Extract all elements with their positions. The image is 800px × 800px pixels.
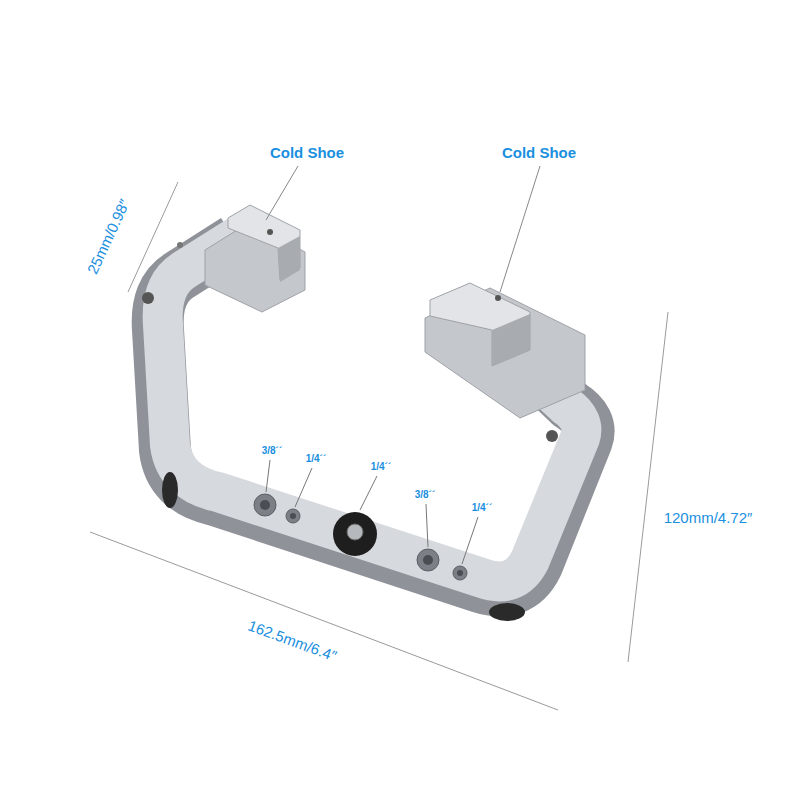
dimension-line: [628, 312, 668, 662]
leader-line: [462, 517, 478, 564]
cold-shoe: [430, 283, 530, 366]
mount-screw: [347, 524, 363, 540]
thread-size: 1/4´´: [306, 454, 327, 464]
screw: [177, 242, 183, 248]
part-name: Cold Shoe: [502, 145, 576, 160]
leader-line: [266, 166, 298, 220]
thread-size: 1/4´´: [472, 503, 493, 513]
screw: [495, 295, 501, 301]
mount-screw: [333, 512, 377, 556]
threaded-hole: [457, 570, 463, 576]
dimension: 162.5mm/6.4″: [246, 617, 338, 663]
cold-shoe: [492, 314, 530, 366]
leader-line: [295, 468, 312, 507]
leader-line: [500, 166, 540, 292]
part-name: Cold Shoe: [270, 145, 344, 160]
slot: [162, 472, 178, 508]
cold-shoe: [278, 236, 300, 282]
thread-size: 3/8´´: [262, 446, 283, 456]
threaded-hole: [290, 513, 296, 519]
threaded-hole: [453, 566, 467, 580]
leader-line: [360, 476, 377, 510]
dimension: 25mm/0.98″: [84, 196, 132, 275]
threaded-hole: [423, 555, 433, 565]
thread-size: 3/8´´: [415, 490, 436, 500]
leader-line: [426, 504, 428, 547]
threaded-hole: [417, 549, 439, 571]
slot: [489, 603, 525, 621]
leader-line: [266, 460, 270, 492]
threaded-hole: [142, 292, 154, 304]
dimension: 120mm/4.72″: [664, 510, 753, 525]
threaded-hole: [260, 500, 270, 510]
threaded-hole: [546, 430, 558, 442]
threaded-hole: [286, 509, 300, 523]
threaded-hole: [254, 494, 276, 516]
screw: [267, 229, 273, 235]
thread-size: 1/4´´: [371, 462, 392, 472]
